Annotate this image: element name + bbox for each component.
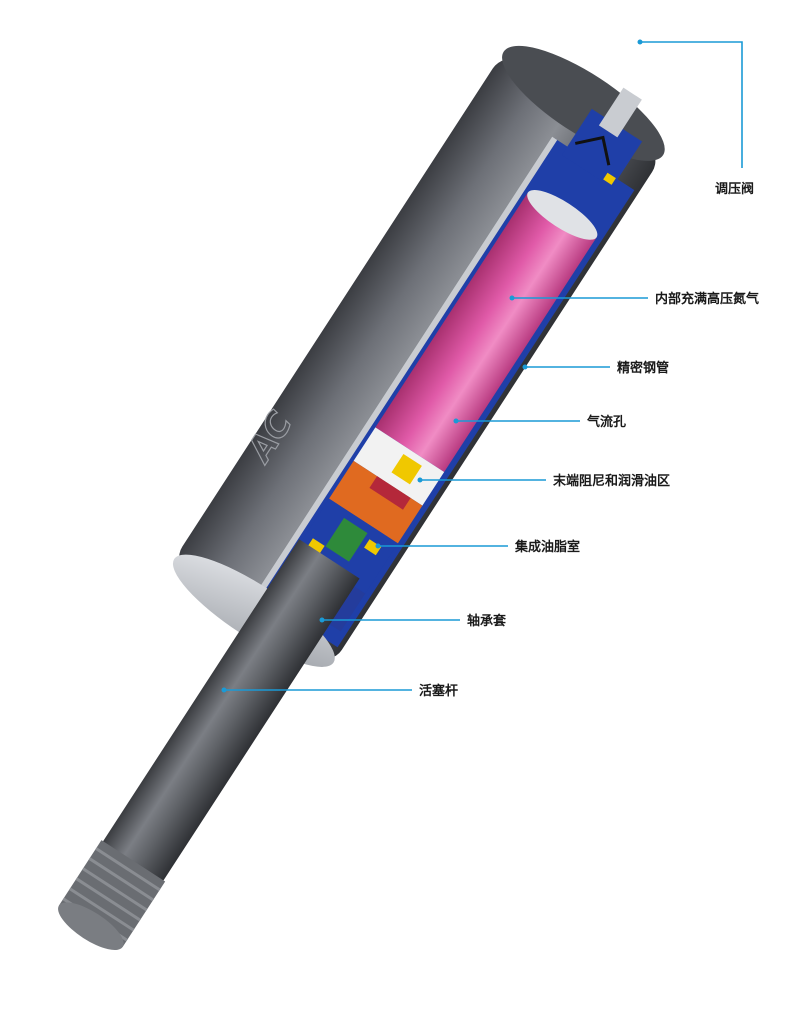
gas-hole-insert — [391, 453, 422, 485]
leader-tube-dot — [522, 364, 528, 370]
label-tube: 精密钢管 — [617, 360, 669, 376]
label-gas-hole: 气流孔 — [587, 414, 626, 430]
valve-yellow — [603, 172, 616, 185]
damping-zone — [329, 460, 423, 544]
leader-valve — [640, 41, 743, 168]
leader-valve-dot — [637, 39, 643, 45]
piston-rod — [58, 539, 360, 951]
leader-gas-hole-dot — [453, 418, 459, 424]
nitrogen-chamber — [375, 192, 597, 473]
leader-bearing-dot — [319, 617, 325, 623]
label-valve: 调压阀 — [715, 181, 754, 197]
leader-grease-dot — [375, 543, 381, 549]
rod-shaft — [70, 539, 360, 931]
valve-stem — [598, 87, 642, 138]
grease-green — [325, 517, 368, 562]
grease-yellow-1 — [364, 539, 382, 556]
tube-wall-edge — [255, 136, 558, 598]
label-nitrogen: 内部充满高压氮气 — [655, 291, 759, 307]
label-bearing: 轴承套 — [467, 613, 507, 629]
label-grease: 集成油脂室 — [514, 539, 580, 555]
leader-damping-dot — [417, 477, 423, 483]
leader-nitrogen-dot — [509, 295, 515, 301]
label-rod: 活塞杆 — [419, 683, 458, 699]
grease-yellow-2 — [307, 538, 325, 555]
rod-end-face — [58, 902, 124, 951]
valve-chevron — [574, 135, 611, 166]
leader-rod-dot — [221, 687, 227, 693]
label-damping: 末端阻尼和润滑油区 — [552, 473, 670, 489]
cylinder-body: AC — [172, 45, 665, 667]
nitrogen-chamber-top — [527, 190, 598, 240]
damping-zone-red — [369, 476, 411, 510]
callouts: 调压阀 内部充满高压氮气 精密钢管 气流孔 末端阻尼和润滑油区 集成油脂室 轴承… — [221, 39, 759, 699]
